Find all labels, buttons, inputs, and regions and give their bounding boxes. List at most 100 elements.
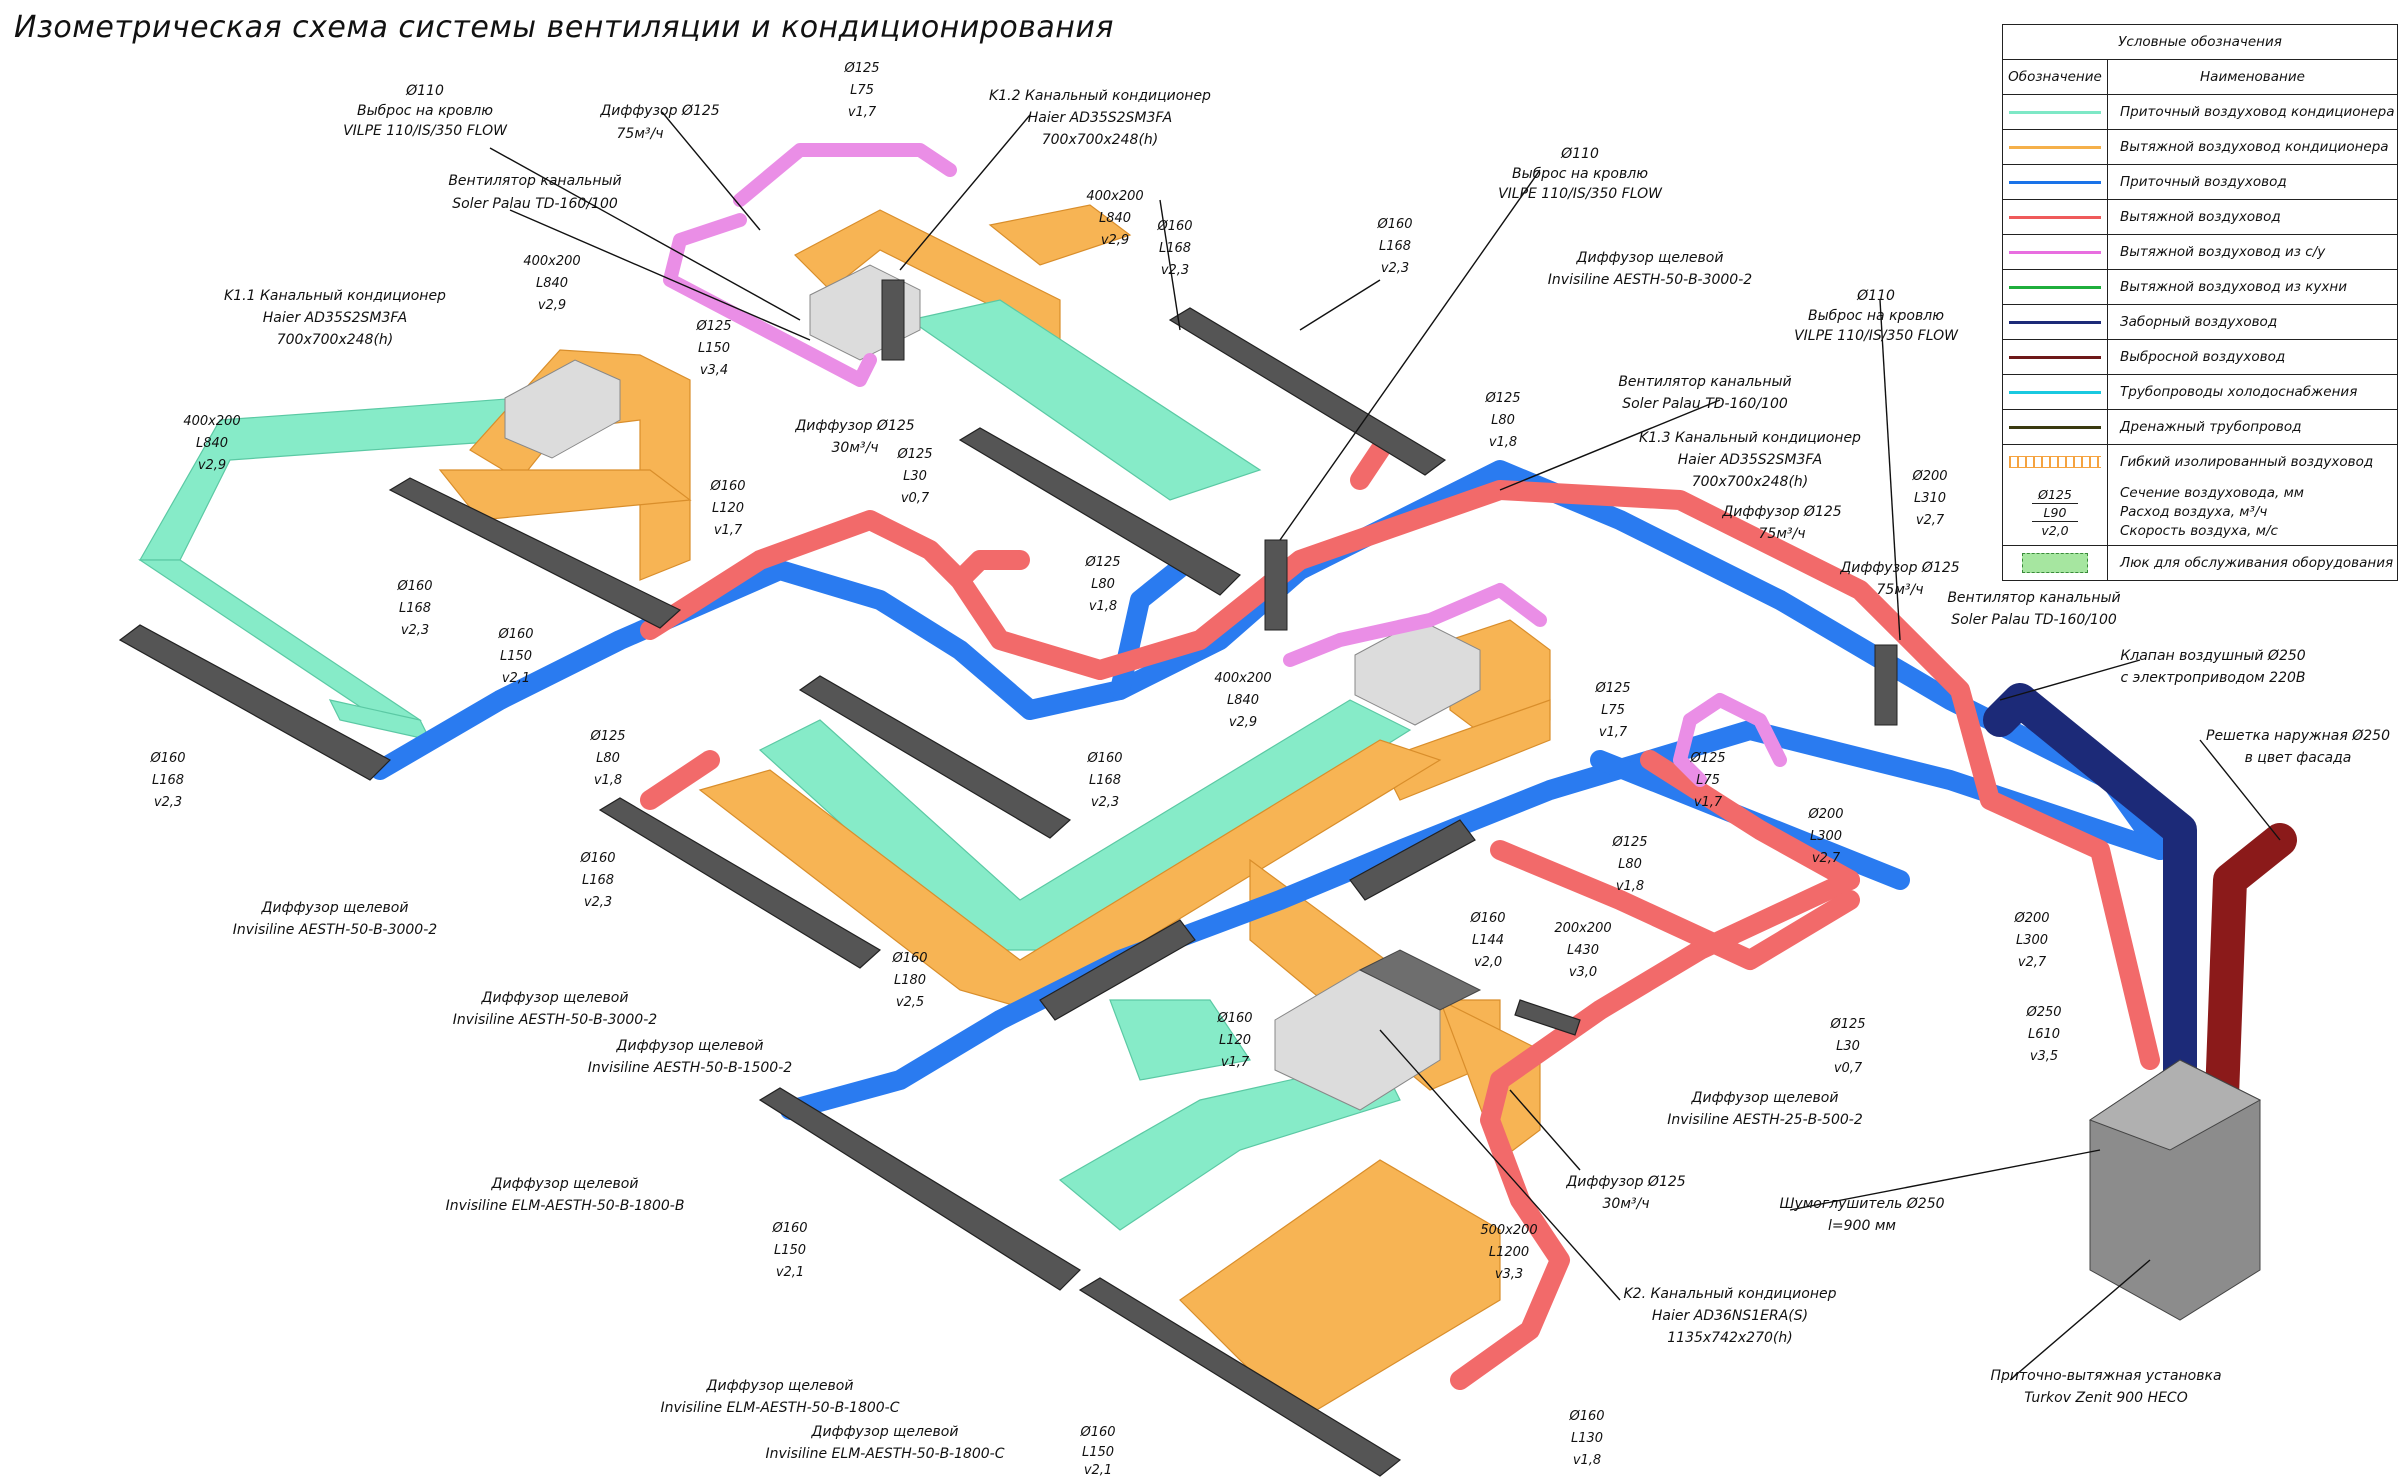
legend-row: Вытяжной воздуховод из с/у <box>2003 235 2397 270</box>
tag-line: L80 <box>1618 857 1642 872</box>
diff125-b-line2: 30м³/ч <box>832 440 879 456</box>
tag-line: L75 <box>1601 703 1625 718</box>
legend-line-symbol <box>2009 250 2101 254</box>
tag-line: L75 <box>1696 773 1720 788</box>
supply-ac-duct-k12 <box>908 299 1262 501</box>
fan1-line2: Soler Palau TD-160/100 <box>452 196 618 212</box>
tag-line: v2,0 <box>1474 955 1502 970</box>
legend-col-name: Наименование <box>2200 69 2305 85</box>
ac-unit-k11 <box>504 359 621 459</box>
tag-line: v2,3 <box>1381 261 1409 276</box>
tag-line: L610 <box>2028 1027 2060 1042</box>
tag-line: Ø125 <box>695 319 731 334</box>
hatch-symbol <box>2022 553 2088 573</box>
tag-line: L300 <box>1810 829 1842 844</box>
diff125-e-line1: Диффузор Ø125 <box>1565 1174 1685 1190</box>
callout-k12: K1.2 Канальный кондиционер Haier AD35S2S… <box>989 88 1211 148</box>
tag-400-840-b: 400x200 L840 v2,9 <box>523 254 580 313</box>
tag-line: Ø160 <box>396 579 432 594</box>
k2-line2: Haier AD36NS1ERA(S) <box>1652 1308 1808 1324</box>
tag-desc: Скорость воздуха, м/с <box>2120 522 2278 539</box>
tag-line: L840 <box>536 276 568 291</box>
callout-diff125-c: Диффузор Ø125 75м³/ч <box>1721 504 1841 542</box>
diff125-d-line1: Диффузор Ø125 <box>1839 560 1959 576</box>
tag-160-150-b: Ø160 L150 v2,1 <box>771 1221 807 1280</box>
callout-slot6: Диффузор щелевой Invisiline ELM-AESTH-50… <box>446 1176 685 1214</box>
legend-row: Гибкий изолированный воздуховод <box>2003 445 2397 479</box>
exhaust-duct-red <box>640 440 2160 1390</box>
muffler-line1: Шумоглушитель Ø250 <box>1779 1196 1944 1212</box>
tag-line: L80 <box>596 751 620 766</box>
roof3-line3: VILPE 110/IS/350 FLOW <box>1794 328 1959 344</box>
tag-line: Ø160 <box>709 479 745 494</box>
supply-ac-duct-k2 <box>1058 999 1401 1231</box>
slot8-line2: Invisiline ELM-AESTH-50-B-1800-C <box>765 1446 1004 1462</box>
tag-200-300-a: Ø200 L300 v2,7 <box>1807 807 1843 866</box>
tag-160-168-b: Ø160 L168 v2,3 <box>1376 217 1412 276</box>
tag-line: Ø160 <box>1156 219 1192 234</box>
tag-line: v2,3 <box>584 895 612 910</box>
legend-row: Трубопроводы холодоснабжения <box>2003 375 2397 410</box>
tag-125-75-b: Ø125 L75 v1,7 <box>1594 681 1630 740</box>
callout-k2: K2. Канальный кондиционер Haier AD36NS1E… <box>1624 1286 1837 1346</box>
legend-line-symbol <box>2009 390 2101 394</box>
tag-line: v2,7 <box>1916 513 1945 528</box>
grille-line1: Решетка наружная Ø250 <box>2206 728 2390 744</box>
legend-col-symbol: Обозначение <box>2003 60 2108 94</box>
tag-line: v2,9 <box>1229 715 1257 730</box>
tag-line: Ø125 <box>589 729 625 744</box>
tag-line: Ø125 <box>896 447 932 462</box>
ahu-line2: Turkov Zenit 900 HECO <box>2024 1390 2187 1406</box>
tag-line: L840 <box>1227 693 1259 708</box>
callout-grille: Решетка наружная Ø250 в цвет фасада <box>2206 728 2390 766</box>
slot5-line2: Invisiline AESTH-25-B-500-2 <box>1667 1112 1863 1128</box>
tag-160-168-c: Ø160 L168 v2,3 <box>396 579 432 638</box>
legend-header: Обозначение Наименование <box>2003 60 2397 95</box>
tag-line: v3,0 <box>1569 965 1597 980</box>
tag-line: v0,7 <box>1834 1061 1863 1076</box>
diff125-a-line1: Диффузор Ø125 <box>599 103 719 119</box>
callout-slot2: Диффузор щелевой Invisiline AESTH-50-B-3… <box>233 900 437 938</box>
tag-125-75-c: Ø125 L75 v1,7 <box>1689 751 1725 810</box>
k11-line3: 700x700x248(h) <box>277 332 394 348</box>
tag-125-80-a: Ø125 L80 v1,8 <box>1484 391 1520 450</box>
callout-fan2: Вентилятор канальный Soler Palau TD-160/… <box>1618 374 1791 412</box>
tag-line: v2,3 <box>154 795 182 810</box>
roof2-line2: Выброс на кровлю <box>1512 166 1648 182</box>
legend-row-label: Трубопроводы холодоснабжения <box>2120 384 2358 400</box>
tag-160-168-a: Ø160 L168 v2,3 <box>1156 219 1192 278</box>
tag-line: 400x200 <box>183 414 240 429</box>
muffler-line2: l=900 мм <box>1828 1218 1896 1234</box>
tag-line: L150 <box>500 649 532 664</box>
tag-160-168-f: Ø160 L168 v2,3 <box>579 851 615 910</box>
callout-fan3: Вентилятор канальный Soler Palau TD-160/… <box>1947 590 2120 628</box>
tag-line: Ø160 <box>1079 1425 1115 1440</box>
tag-line: Ø160 <box>579 851 615 866</box>
legend-line-symbol <box>2009 355 2101 359</box>
tag-400-840-a: 400x200 L840 v2,9 <box>1086 189 1143 248</box>
k13-line2: Haier AD35S2SM3FA <box>1678 452 1822 468</box>
tag-line: Ø160 <box>1469 911 1505 926</box>
slot4-line2: Invisiline AESTH-50-B-1500-2 <box>588 1060 792 1076</box>
tag-160-168-e: Ø160 L168 v2,3 <box>1086 751 1122 810</box>
callout-slot3: Диффузор щелевой Invisiline AESTH-50-B-3… <box>453 990 657 1028</box>
tag-line: L310 <box>1914 491 1946 506</box>
tag-line: L840 <box>1099 211 1131 226</box>
legend-line-symbol <box>2009 145 2101 149</box>
tag-160-168-d: Ø160 L168 v2,3 <box>149 751 185 810</box>
k13-line1: K1.3 Канальный кондиционер <box>1639 430 1861 446</box>
legend-line-symbol <box>2009 110 2101 114</box>
legend-line-symbol <box>2009 456 2101 468</box>
roof2-line1: Ø110 <box>1560 146 1599 162</box>
k11-line1: K1.1 Канальный кондиционер <box>224 288 446 304</box>
callout-ahu: Приточно-вытяжная установка Turkov Zenit… <box>1990 1368 2221 1406</box>
exhaust-ac-main-center <box>698 739 1442 1011</box>
tag-line: Ø160 <box>1086 751 1122 766</box>
k2-line3: 1135x742x270(h) <box>1667 1330 1792 1346</box>
tag-line: v2,5 <box>896 995 924 1010</box>
slot6-line2: Invisiline ELM-AESTH-50-B-1800-B <box>446 1198 685 1214</box>
tag-line: L30 <box>1836 1039 1860 1054</box>
slot5-line1: Диффузор щелевой <box>1691 1090 1839 1106</box>
tag-line: v2,1 <box>502 671 530 686</box>
slot8-line1: Диффузор щелевой <box>811 1424 959 1440</box>
